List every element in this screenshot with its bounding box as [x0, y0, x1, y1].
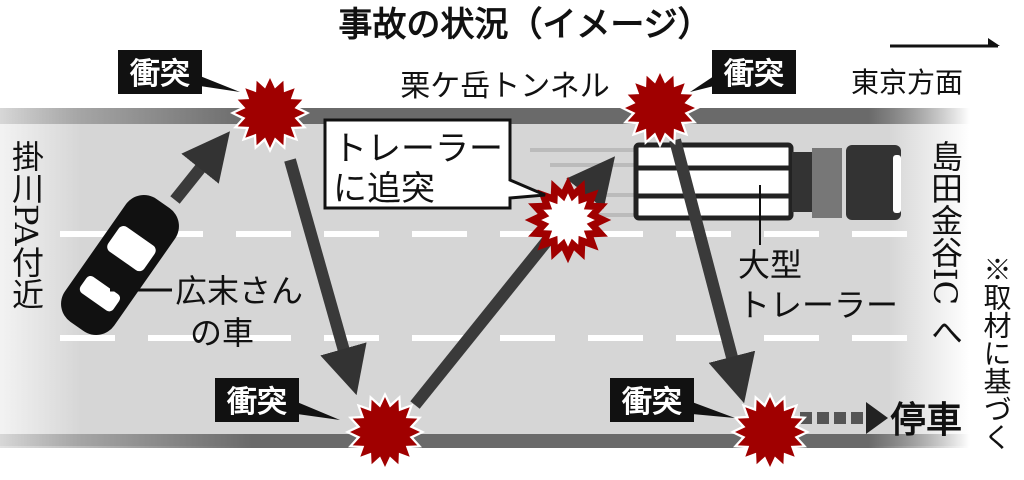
stop-arrow [800, 402, 888, 434]
arrow-car-to-collision1 [170, 131, 230, 204]
collision-burst-icon [625, 73, 695, 143]
source-note: ※取材に基づく [980, 255, 1013, 451]
car-label: 広末さん [175, 272, 303, 310]
truck-label: 大型 [738, 246, 802, 284]
page-title: 事故の状況（イメージ） [338, 5, 711, 45]
tunnel-label: 栗ケ岳トンネル [400, 69, 609, 104]
svg-text:トレーラー: トレーラー [333, 129, 503, 169]
collision-label-1: 衝突 [118, 50, 240, 94]
direction-label: 東京方面 [851, 66, 963, 99]
arrow-collision2-to-collision4 [669, 138, 756, 404]
svg-text:衝突: 衝突 [723, 57, 784, 92]
truck-label-2: トレーラー [738, 286, 898, 324]
collision-burst-icon [235, 78, 305, 148]
car-label-2: の車 [190, 314, 254, 352]
collision-burst-icon [735, 397, 805, 467]
rear-end-callout: トレーラー に追突 [323, 118, 546, 210]
guardrail-bottom [0, 434, 1010, 448]
location-west: 掛川PA付近 [7, 140, 45, 310]
svg-text:に追突: に追突 [333, 169, 435, 209]
stop-label: 停車 [890, 400, 962, 441]
svg-text:衝突: 衝突 [226, 385, 287, 420]
trailer-truck [530, 142, 901, 221]
arrow-collision1-to-collision3 [284, 158, 367, 396]
car [61, 194, 179, 336]
svg-text:衝突: 衝突 [621, 385, 682, 420]
location-east: 島田金谷IC へ [926, 140, 964, 347]
collision-label-4: 衝突 [610, 378, 735, 422]
collision-burst-icon [524, 176, 612, 264]
collision-burst-icon [350, 397, 420, 467]
collision-label-2: 衝突 [690, 50, 796, 94]
collision-label-3: 衝突 [215, 378, 340, 422]
svg-text:衝突: 衝突 [129, 57, 190, 92]
direction-arrow-icon [890, 38, 1000, 48]
